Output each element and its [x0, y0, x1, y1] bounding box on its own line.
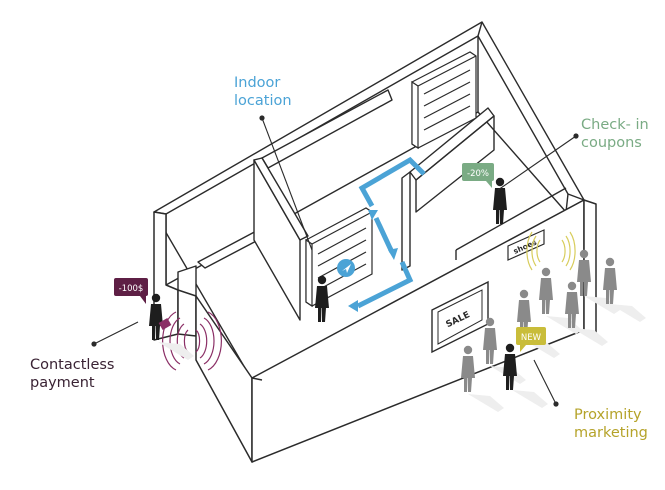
- indoor-path-arrows: [348, 210, 398, 312]
- new-tag: NEW: [516, 327, 546, 352]
- label-indoor-location: Indoor location: [234, 75, 292, 109]
- location-beacon-icon: [337, 259, 355, 277]
- back-shelf: [411, 51, 477, 150]
- leader-dots: [91, 115, 579, 407]
- new-tag-text: NEW: [521, 333, 542, 343]
- price-tag-text: -100$: [119, 284, 144, 294]
- front-walls: [153, 199, 597, 463]
- price-tag: -100$: [114, 278, 172, 330]
- leader-lines: [93, 117, 577, 405]
- discount-tag-text: -20%: [467, 169, 489, 179]
- label-checkin-coupons: Check- in coupons: [581, 117, 649, 151]
- discount-tag: -20%: [462, 163, 494, 188]
- sale-sign: SALE: [431, 280, 489, 354]
- label-proximity-marketing: Proximity marketing: [574, 407, 648, 441]
- proximity-waves: [526, 231, 576, 271]
- partition-walls: [177, 89, 567, 335]
- shopper-7: [603, 257, 617, 304]
- label-contactless-payment: Contactless payment: [30, 357, 115, 391]
